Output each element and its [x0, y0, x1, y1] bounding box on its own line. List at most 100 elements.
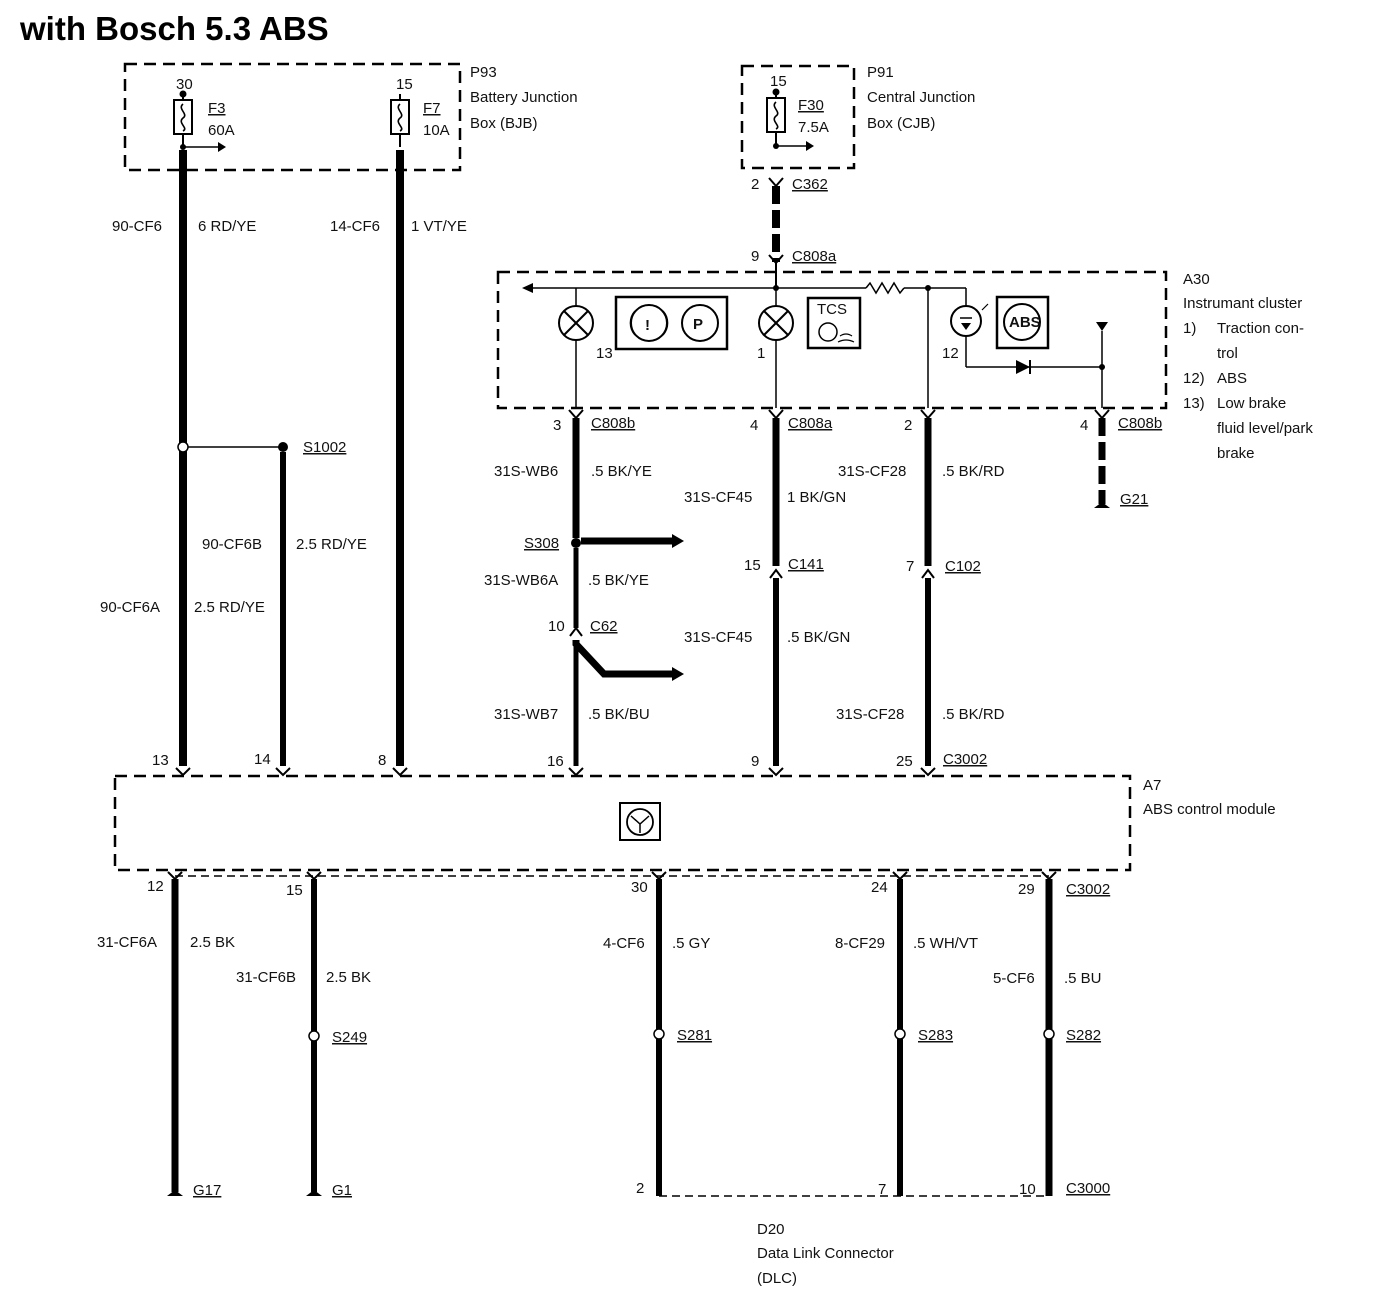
svg-text:2: 2	[636, 1180, 644, 1197]
splice-dot	[278, 442, 288, 452]
ground-g1: G1	[332, 1182, 352, 1199]
svg-text:2: 2	[751, 176, 759, 193]
wire-31s-wb7	[572, 640, 672, 678]
svg-text:Low brake: Low brake	[1217, 395, 1286, 412]
svg-text:12: 12	[147, 878, 164, 895]
svg-text:15: 15	[286, 882, 303, 899]
svg-text:31-CF6B: 31-CF6B	[236, 969, 296, 986]
svg-text:ABS control module: ABS control module	[1143, 801, 1276, 818]
splice-s282: S282	[1066, 1027, 1101, 1044]
splice-s249: S249	[332, 1029, 367, 1046]
connector-c808a: C808a	[792, 248, 837, 265]
svg-text:31S-CF28: 31S-CF28	[836, 706, 904, 723]
abs-module-label: A7 ABS control module	[1143, 777, 1276, 818]
svg-text:P91: P91	[867, 64, 894, 81]
svg-text:10: 10	[548, 618, 565, 635]
splice-s1002: S1002	[303, 439, 346, 456]
svg-text:7: 7	[878, 1181, 886, 1198]
dlc-label: D20 Data Link Connector (DLC)	[757, 1221, 894, 1287]
tcs-icon: TCS	[806, 296, 862, 350]
svg-text:13): 13)	[1183, 395, 1205, 412]
ground-g21-symbol	[1094, 502, 1110, 508]
abs-warning-lamp-icon	[950, 303, 989, 337]
svg-text:Instrumant cluster: Instrumant cluster	[1183, 295, 1302, 312]
svg-text:12: 12	[942, 345, 959, 362]
ground-g17-symbol	[167, 1190, 183, 1196]
connector-c62: C62	[590, 618, 618, 635]
connector-c102: C102	[945, 558, 981, 575]
svg-text:F30: F30	[798, 97, 824, 114]
cjb-label: P91 Central Junction Box (CJB)	[867, 64, 975, 132]
svg-text:1: 1	[757, 345, 765, 362]
brake-warning-icon: !	[614, 295, 729, 351]
svg-text:7.5A: 7.5A	[798, 119, 829, 136]
abs-icon: ABS	[995, 295, 1050, 350]
svg-text:31S-CF28: 31S-CF28	[838, 463, 906, 480]
svg-text:.5 BK/BU: .5 BK/BU	[588, 706, 650, 723]
splice-s281: S281	[677, 1027, 712, 1044]
svg-text:90-CF6A: 90-CF6A	[100, 599, 160, 616]
ground-g21: G21	[1120, 491, 1148, 508]
svg-text:Box (CJB): Box (CJB)	[867, 115, 935, 132]
svg-text:P93: P93	[470, 64, 497, 81]
svg-text:2.5 BK: 2.5 BK	[326, 969, 371, 986]
svg-text:ABS: ABS	[1217, 370, 1247, 387]
splice-dot	[894, 1028, 906, 1040]
abs-module-icon	[619, 802, 661, 841]
svg-text:2: 2	[904, 417, 912, 434]
cluster-box	[496, 270, 1168, 410]
park-brake-icon: P	[681, 304, 719, 342]
svg-text:.5 BK/YE: .5 BK/YE	[591, 463, 652, 480]
svg-text:15: 15	[396, 76, 413, 93]
connector-c808a: C808a	[788, 415, 833, 432]
svg-text:14-CF6: 14-CF6	[330, 218, 380, 235]
svg-text:A7: A7	[1143, 777, 1161, 794]
cluster-label: A30 Instrumant cluster 1) Traction con- …	[1183, 271, 1313, 462]
svg-text:2.5 RD/YE: 2.5 RD/YE	[194, 599, 265, 616]
lamp-1	[758, 305, 794, 341]
bjb-label: P93 Battery Junction Box (BJB)	[470, 64, 578, 132]
svg-text:.5 BK/RD: .5 BK/RD	[942, 463, 1005, 480]
splice-s308: S308	[524, 535, 559, 552]
abs-bottom-pins: 12 15 30 24 29 C3002	[147, 871, 1110, 899]
svg-text:trol: trol	[1217, 345, 1238, 362]
fuse-f3: 30 F3 60A	[173, 76, 235, 152]
svg-text:Central Junction: Central Junction	[867, 89, 975, 106]
svg-text:9: 9	[751, 248, 759, 265]
connector-c3002-bottom: C3002	[1066, 881, 1110, 898]
svg-text:P: P	[693, 316, 703, 333]
svg-text:F7: F7	[423, 100, 441, 117]
connector-c3000: C3000	[1066, 1180, 1110, 1197]
svg-text:16: 16	[547, 753, 564, 770]
ground-g1-symbol	[306, 1190, 322, 1196]
svg-text:A30: A30	[1183, 271, 1210, 288]
cjb-box	[740, 64, 856, 170]
svg-text:8-CF29: 8-CF29	[835, 935, 885, 952]
svg-text:!: !	[645, 317, 650, 334]
svg-text:1 BK/GN: 1 BK/GN	[787, 489, 846, 506]
bjb-box	[123, 62, 462, 172]
connector-c808b: C808b	[591, 415, 635, 432]
diagram-title: with Bosch 5.3 ABS	[19, 10, 329, 47]
svg-text:3: 3	[553, 417, 561, 434]
svg-text:(DLC): (DLC)	[757, 1270, 797, 1287]
svg-text:.5 BK/GN: .5 BK/GN	[787, 629, 850, 646]
svg-text:13: 13	[596, 345, 613, 362]
splice-dot	[653, 1028, 665, 1040]
svg-text:TCS: TCS	[817, 301, 847, 318]
svg-text:4: 4	[1080, 417, 1088, 434]
svg-text:.5 WH/VT: .5 WH/VT	[913, 935, 978, 952]
svg-text:30: 30	[176, 76, 193, 93]
splice-dot	[177, 441, 189, 453]
splice-dot	[571, 538, 581, 548]
svg-text:60A: 60A	[208, 122, 235, 139]
svg-text:ABS: ABS	[1009, 314, 1041, 331]
svg-text:14: 14	[254, 751, 271, 768]
splice-dot	[308, 1030, 320, 1042]
svg-text:.5 BK/RD: .5 BK/RD	[942, 706, 1005, 723]
cluster-ground-symbol	[1096, 322, 1108, 408]
svg-text:fluid level/park: fluid level/park	[1217, 420, 1313, 437]
svg-text:1 VT/YE: 1 VT/YE	[411, 218, 467, 235]
connector-c362: C362	[792, 176, 828, 193]
